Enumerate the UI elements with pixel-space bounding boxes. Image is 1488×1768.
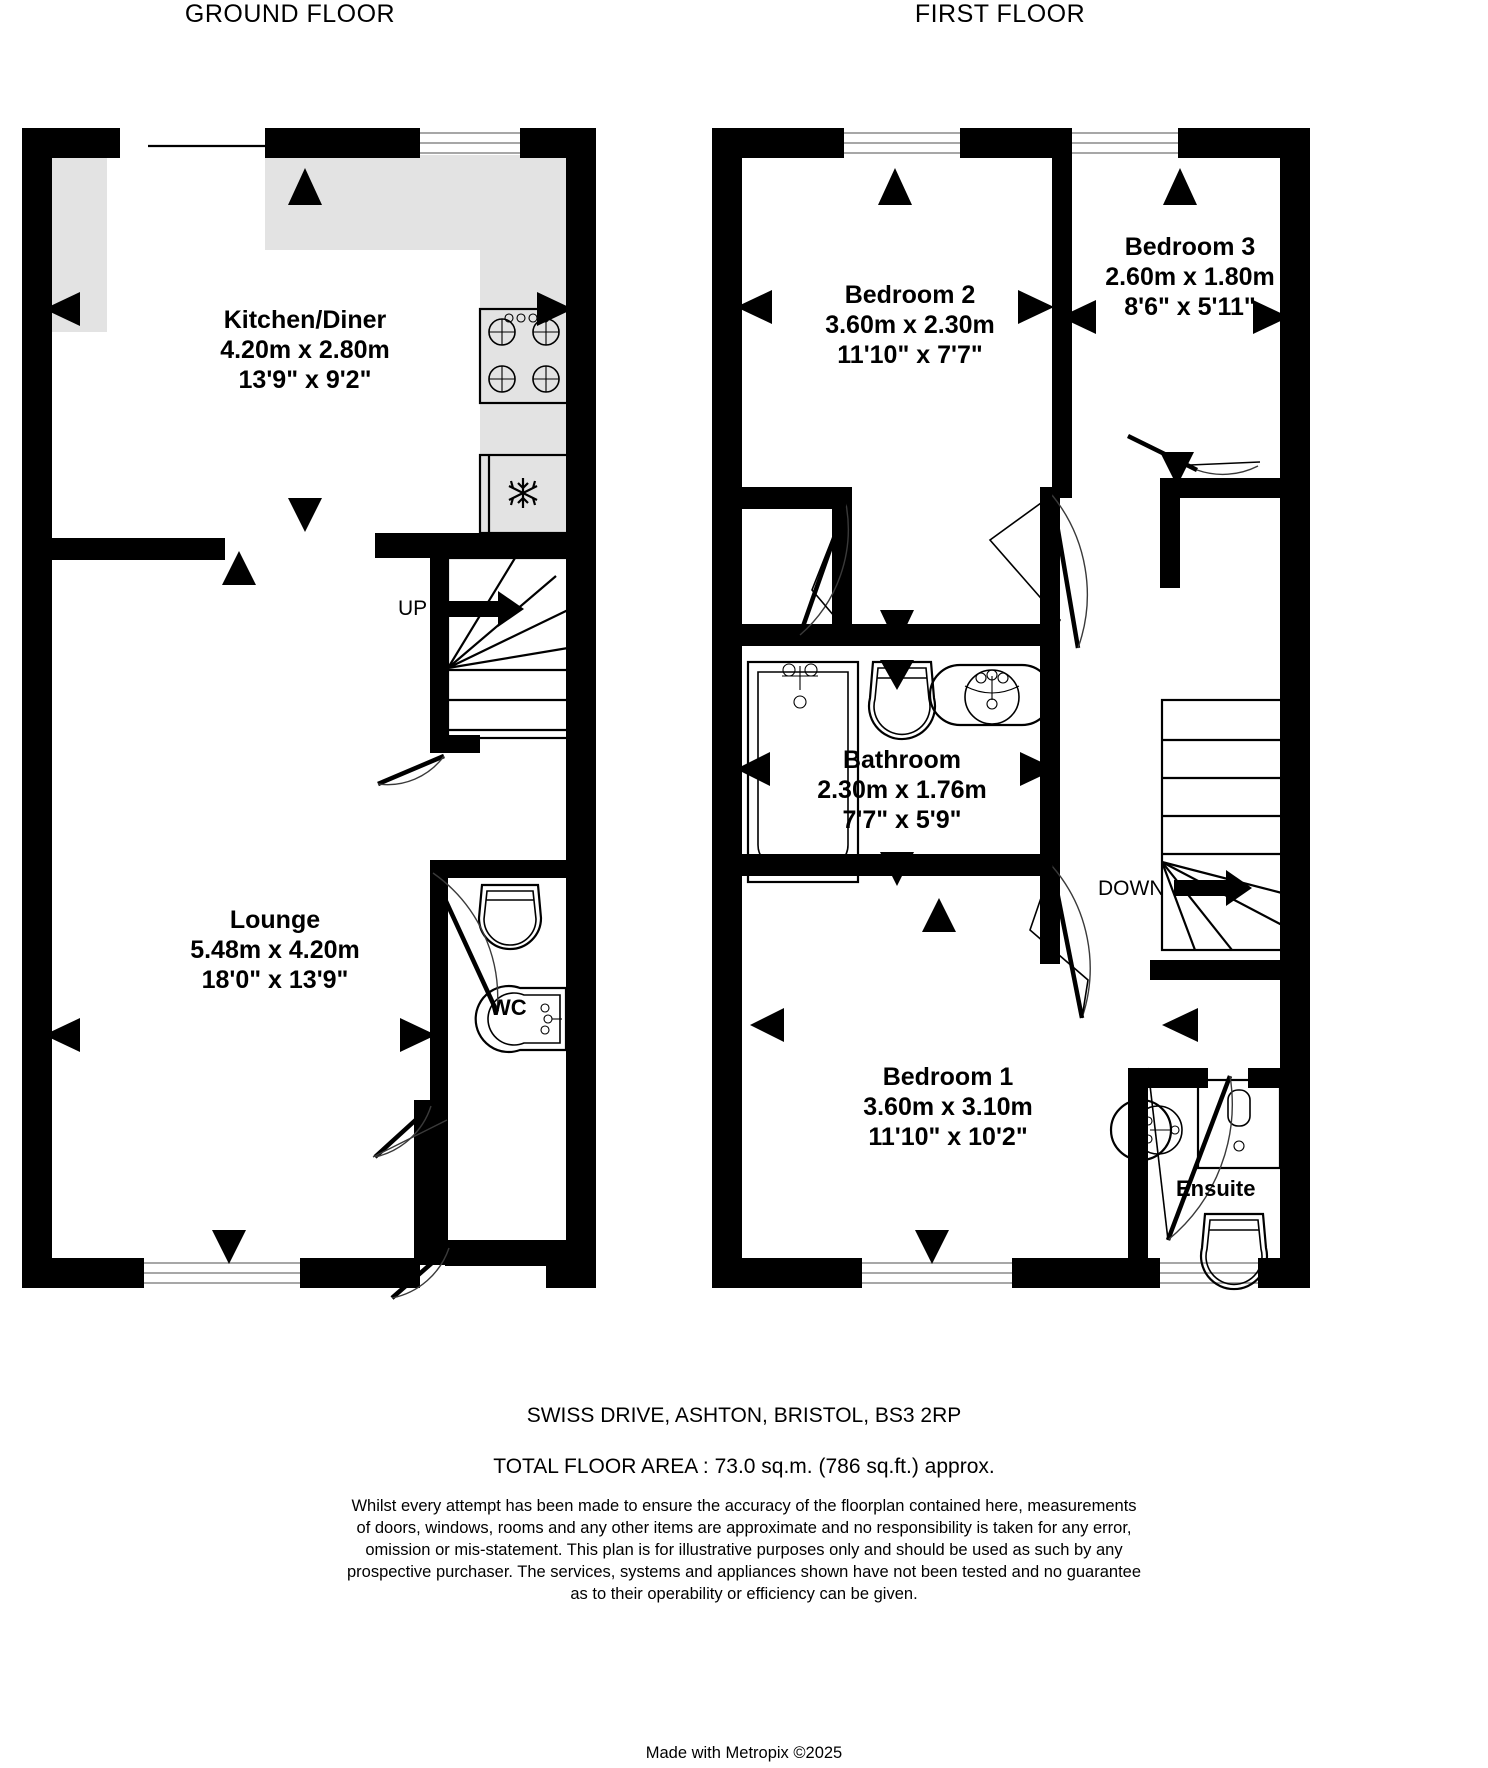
room-dimensions-metric: 3.60m x 2.30m (825, 311, 995, 339)
room-name: Bedroom 3 (1124, 233, 1256, 261)
ground-internal-walls (30, 533, 585, 1266)
wc-label: WC (490, 995, 527, 1020)
first-floor-title: FIRST FLOOR (914, 0, 1086, 28)
disclaimer-line: prospective purchaser. The services, sys… (346, 1562, 1142, 1581)
bedroom1-window (862, 1262, 1012, 1284)
room-dimensions-imperial: 11'10" x 7'7" (837, 341, 983, 369)
room-dimensions-metric: 2.30m x 1.76m (817, 776, 987, 804)
room-name: Bedroom 1 (882, 1063, 1014, 1091)
stairs-down-label: DOWN (1098, 877, 1165, 900)
ensuite-window (1160, 1262, 1258, 1284)
room-dimensions-metric: 5.48m x 4.20m (190, 936, 360, 964)
ground-outer-walls (22, 128, 596, 1288)
room-name: Kitchen/Diner (223, 306, 387, 334)
first-doors (797, 433, 1261, 1241)
ground-view-arrows (44, 168, 573, 1264)
up-arrow-icon (446, 591, 524, 627)
stairs-up-label: UP (398, 597, 428, 620)
footer-total-area: TOTAL FLOOR AREA : 73.0 sq.m. (786 sq.ft… (493, 1455, 995, 1478)
toilet-icon (1199, 1212, 1269, 1291)
room-dimensions-imperial: 8'6" x 5'11" (1124, 293, 1256, 321)
room-label-bedroom-1: Bedroom 1 3.60m x 3.10m 11'10" x 10'2" (798, 1062, 1098, 1152)
room-dimensions-metric: 2.60m x 1.80m (1105, 263, 1275, 291)
disclaimer-line: omission or mis-statement. This plan is … (365, 1540, 1123, 1559)
disclaimer-line: as to their operability or efficiency ca… (570, 1584, 918, 1603)
footer-disclaimer: Whilst every attempt has been made to en… (0, 1496, 1488, 1606)
basin-icon (928, 663, 1054, 727)
room-label-bedroom-3: Bedroom 3 2.60m x 1.80m 8'6" x 5'11" (1040, 232, 1340, 322)
footer-credit: Made with Metropix ©2025 (645, 1744, 843, 1762)
ground-floor-title: GROUND FLOOR (184, 0, 396, 28)
room-label-kitchen-diner: Kitchen/Diner 4.20m x 2.80m 13'9" x 9'2" (150, 305, 460, 395)
lounge-window (144, 1262, 300, 1284)
staircase-icon[interactable] (1160, 698, 1284, 952)
basin-icon (1109, 1098, 1183, 1162)
shower-icon (1196, 1078, 1282, 1170)
room-name: Bedroom 2 (844, 281, 976, 309)
disclaimer-line: Whilst every attempt has been made to en… (351, 1497, 1137, 1515)
room-label-bedroom-2: Bedroom 2 3.60m x 2.30m 11'10" x 7'7" (760, 280, 1060, 370)
room-label-bathroom: Bathroom 2.30m x 1.76m 7'7" x 5'9" (752, 745, 1052, 835)
room-dimensions-metric: 4.20m x 2.80m (220, 336, 390, 364)
bedroom3-window (1070, 132, 1178, 154)
ground-doors (372, 753, 500, 1300)
down-arrow-icon (1174, 870, 1252, 906)
ensuite-label: Ensuite (1176, 1176, 1256, 1201)
first-internal-walls (742, 128, 1310, 1268)
room-label-lounge: Lounge 5.48m x 4.20m 18'0" x 13'9" (120, 905, 430, 995)
fridge-freezer-icon (478, 453, 570, 535)
room-dimensions-imperial: 11'10" x 10'2" (868, 1123, 1028, 1151)
first-view-arrows (736, 168, 1289, 1264)
bedroom2-window (844, 132, 960, 154)
room-name: Bathroom (842, 746, 962, 774)
basin-icon (474, 984, 568, 1054)
kitchen-window (420, 132, 520, 154)
room-dimensions-imperial: 13'9" x 9'2" (238, 366, 372, 394)
footer-address: SWISS DRIVE, ASHTON, BRISTOL, BS3 2RP (526, 1404, 962, 1427)
kitchen-worktop-fill (40, 155, 568, 535)
room-dimensions-imperial: 18'0" x 13'9" (201, 966, 349, 994)
room-dimensions-imperial: 7'7" x 5'9" (842, 806, 962, 834)
disclaimer-line: of doors, windows, rooms and any other i… (356, 1518, 1132, 1537)
room-name: Lounge (229, 906, 321, 934)
room-dimensions-metric: 3.60m x 3.10m (863, 1093, 1033, 1121)
